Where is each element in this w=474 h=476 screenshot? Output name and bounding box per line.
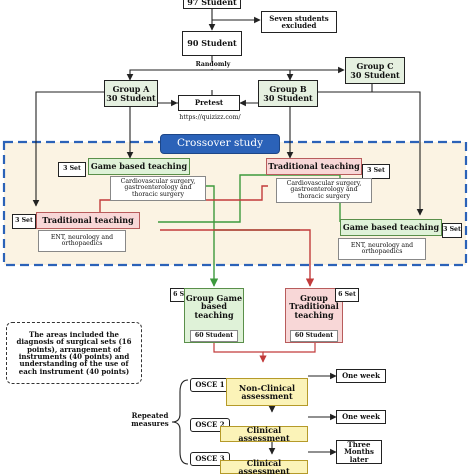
left-bottom-topics: ENT, neurology and orthopaedics <box>38 230 126 252</box>
group-b-box: Group B 30 Student <box>258 80 318 107</box>
right-top-traditional-teaching: Traditional teaching <box>266 158 362 175</box>
osce-1-interval: One week <box>336 369 386 383</box>
assessment-areas-note: The areas included the diagnosis of surg… <box>6 322 142 384</box>
group-game-title: Group Game based teaching <box>185 293 243 320</box>
trad-group-set-label: 6 Set <box>335 288 359 302</box>
randomized-students-box: 90 Student <box>182 31 242 56</box>
left-top-set-label: 3 Set <box>58 162 86 177</box>
group-a-box: Group A 30 Student <box>104 80 158 107</box>
repeated-measures-label: Repeated measures <box>131 411 169 428</box>
right-bottom-set-label: 3 Set <box>442 223 462 238</box>
left-top-game-based-teaching: Game based teaching <box>88 158 190 175</box>
osce-3-interval: Three Months later <box>336 440 382 464</box>
group-a-name: Group A <box>112 84 150 95</box>
group-b-name: Group B <box>269 84 307 95</box>
crossover-study-title: Crossover study <box>160 134 280 154</box>
osce-2-assessment: Clinical assessment <box>220 425 308 442</box>
osce-2-interval: One week <box>336 410 386 424</box>
osce-3-assessment: Clinical assessment <box>220 458 308 475</box>
right-bottom-game-based-teaching: Game based teaching <box>340 219 442 236</box>
left-bottom-set-label: 3 Set <box>12 214 36 229</box>
trad-group-count: 60 Student <box>290 330 338 342</box>
excluded-box: Seven students excluded <box>261 11 337 33</box>
group-c-name: Group C <box>356 61 394 72</box>
osce-1-assessment: Non-Clinical assessment <box>226 378 308 406</box>
pretest-url[interactable]: https://quizizz.com/ <box>179 114 241 121</box>
game-group-count: 60 Student <box>190 330 238 342</box>
group-c-box: Group C 30 Student <box>345 57 405 84</box>
right-bottom-topics: ENT, neurology and orthopaedics <box>338 238 426 260</box>
group-a-count: 30 Student <box>106 92 156 103</box>
group-trad-title: Group Traditional teaching <box>289 293 339 320</box>
pretest-box: Pretest <box>178 95 240 111</box>
total-students-box: 97 Student <box>183 0 241 9</box>
group-b-count: 30 Student <box>263 92 313 103</box>
right-top-set-label: 3 Set <box>362 164 390 179</box>
left-top-topics: Cardiovascular surgery, gastroenterology… <box>110 176 206 201</box>
osce-1-label: OSCE 1 <box>190 378 230 392</box>
right-top-topics: Cardiovascular surgery, gastroenterology… <box>276 178 372 203</box>
group-c-count: 30 Student <box>350 69 400 80</box>
left-bottom-traditional-teaching: Traditional teaching <box>36 212 140 229</box>
randomly-label: Randomly <box>190 61 236 69</box>
